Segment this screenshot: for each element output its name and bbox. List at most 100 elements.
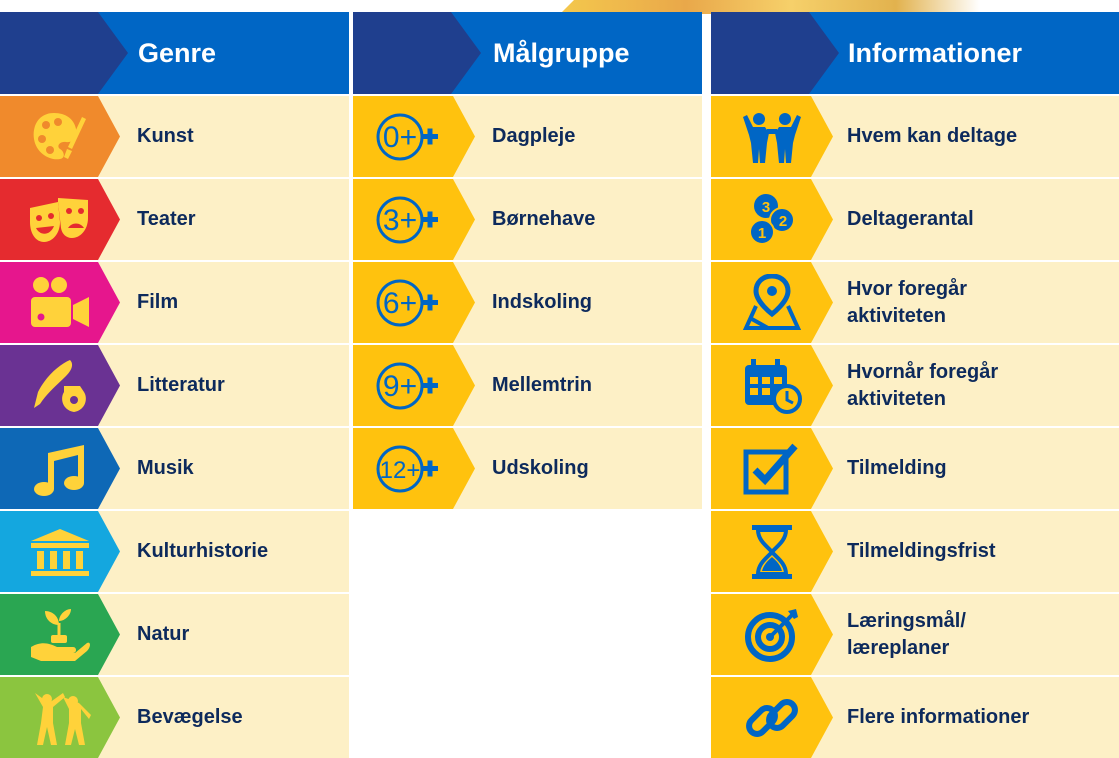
malgruppe-label: Børnehave (492, 208, 596, 230)
genre-row-teater: Teater (0, 179, 349, 260)
genre-icon-bg (0, 677, 120, 758)
genre-icon-bg (0, 511, 120, 592)
genre-label: Kulturhistorie (137, 540, 269, 562)
genre-icon-bg (0, 179, 120, 260)
info-icon-bg: 3 2 1 (711, 179, 833, 260)
malgruppe-title: Målgruppe (493, 38, 630, 68)
museum-icon (29, 527, 91, 577)
informationer-title: Informationer (848, 38, 1023, 68)
svg-text:3: 3 (762, 199, 770, 216)
informationer-column: Informationer Hvem kan deltage 3 2 1 Del… (711, 12, 1119, 758)
malgruppe-label: Udskoling (492, 457, 589, 479)
info-row: Flere informationer (711, 677, 1119, 758)
malgruppe-header-arrow (353, 12, 481, 94)
genre-label: Film (137, 291, 179, 313)
link-icon (743, 689, 801, 747)
informationer-header: Informationer (711, 12, 1119, 94)
info-label: Tilmeldingsfrist (847, 540, 996, 562)
malgruppe-row: 3+ Børnehave (353, 179, 702, 260)
age-icon-bg: 12+ (353, 428, 475, 509)
info-icon-bg (711, 262, 833, 343)
malgruppe-label: Dagpleje (492, 125, 576, 147)
age-badge-text: 9+ (383, 370, 417, 403)
age-badge-text: 0+ (383, 121, 417, 154)
genre-icon-bg (0, 262, 120, 343)
genre-row-kunst: Kunst (0, 96, 349, 177)
malgruppe-column: Målgruppe 0+ Dagpleje 3+ Børnehave (353, 12, 702, 509)
svg-text:2: 2 (779, 213, 787, 230)
info-row: Læringsmål/ læreplaner (711, 594, 1119, 675)
malgruppe-row: 0+ Dagpleje (353, 96, 702, 177)
info-row: Hvor foregår aktiviteten (711, 262, 1119, 343)
genre-row-kulturhistorie: Kulturhistorie (0, 511, 349, 592)
genre-row-bevaegelse: Bevægelse (0, 677, 349, 758)
age-badge-text: 12+ (380, 457, 421, 484)
info-row: Tilmelding (711, 428, 1119, 509)
music-note-icon (32, 441, 88, 497)
map-pin-icon (742, 274, 802, 332)
genre-icon-bg (0, 428, 120, 509)
age-6-plus-icon: 6+ (376, 278, 446, 328)
hourglass-icon (750, 523, 794, 581)
genre-title: Genre (138, 38, 217, 68)
info-row: Hvem kan deltage (711, 96, 1119, 177)
age-icon-bg: 6+ (353, 262, 475, 343)
info-label: Hvem kan deltage (847, 125, 1018, 147)
plant-in-hand-icon (29, 607, 91, 663)
info-icon-bg (711, 345, 833, 426)
age-icon-bg: 3+ (353, 179, 475, 260)
film-camera-icon (29, 275, 91, 331)
age-3-plus-icon: 3+ (376, 195, 446, 245)
quill-inkpot-icon (30, 358, 90, 414)
age-icon-bg: 9+ (353, 345, 475, 426)
age-icon-bg: 0+ (353, 96, 475, 177)
theater-masks-icon (28, 194, 92, 246)
palette-icon (30, 109, 90, 165)
svg-text:1: 1 (758, 225, 766, 242)
malgruppe-row: 12+ Udskoling (353, 428, 702, 509)
genre-icon-bg (0, 96, 120, 177)
malgruppe-row: 9+ Mellemtrin (353, 345, 702, 426)
malgruppe-label: Mellemtrin (492, 374, 593, 396)
top-photo-strip (560, 0, 980, 14)
dancers-icon (29, 689, 91, 747)
info-icon-bg (711, 594, 833, 675)
info-row: Hvornår foregår aktiviteten (711, 345, 1119, 426)
informationer-header-arrow (711, 12, 839, 94)
genre-header: Genre (0, 12, 349, 94)
genre-label: Bevægelse (137, 706, 243, 728)
info-icon-bg (711, 428, 833, 509)
info-label: Hvornår foregår aktiviteten (847, 360, 999, 410)
info-icon-bg (711, 677, 833, 758)
info-label: Tilmelding (847, 457, 947, 479)
info-icon-bg (711, 96, 833, 177)
genre-label: Litteratur (137, 374, 225, 396)
genre-icon-bg (0, 345, 120, 426)
genre-label: Kunst (137, 125, 194, 147)
age-badge-text: 6+ (383, 287, 417, 320)
genre-row-natur: Natur (0, 594, 349, 675)
genre-row-musik: Musik (0, 428, 349, 509)
target-icon (744, 607, 800, 663)
age-0-plus-icon: 0+ (376, 112, 446, 162)
info-row: 3 2 1 Deltagerantal (711, 179, 1119, 260)
genre-label: Musik (137, 457, 194, 479)
age-12-plus-icon: 12+ (376, 444, 446, 494)
genre-column: Genre Kunst Teater (0, 12, 349, 758)
children-icon (741, 109, 803, 165)
genre-row-film: Film (0, 262, 349, 343)
numbered-bubbles-icon: 3 2 1 (744, 192, 800, 248)
age-9-plus-icon: 9+ (376, 361, 446, 411)
info-label: Læringsmål/ læreplaner (847, 609, 966, 659)
checkbox-icon (743, 442, 801, 496)
genre-header-arrow (0, 12, 128, 94)
malgruppe-label: Indskoling (492, 291, 592, 313)
info-label: Hvor foregår aktiviteten (847, 277, 968, 327)
malgruppe-row: 6+ Indskoling (353, 262, 702, 343)
malgruppe-header: Målgruppe (353, 12, 702, 94)
genre-row-litteratur: Litteratur (0, 345, 349, 426)
genre-label: Natur (137, 623, 190, 645)
info-label: Deltagerantal (847, 208, 974, 230)
calendar-clock-icon (741, 357, 803, 415)
info-label: Flere informationer (847, 706, 1030, 728)
